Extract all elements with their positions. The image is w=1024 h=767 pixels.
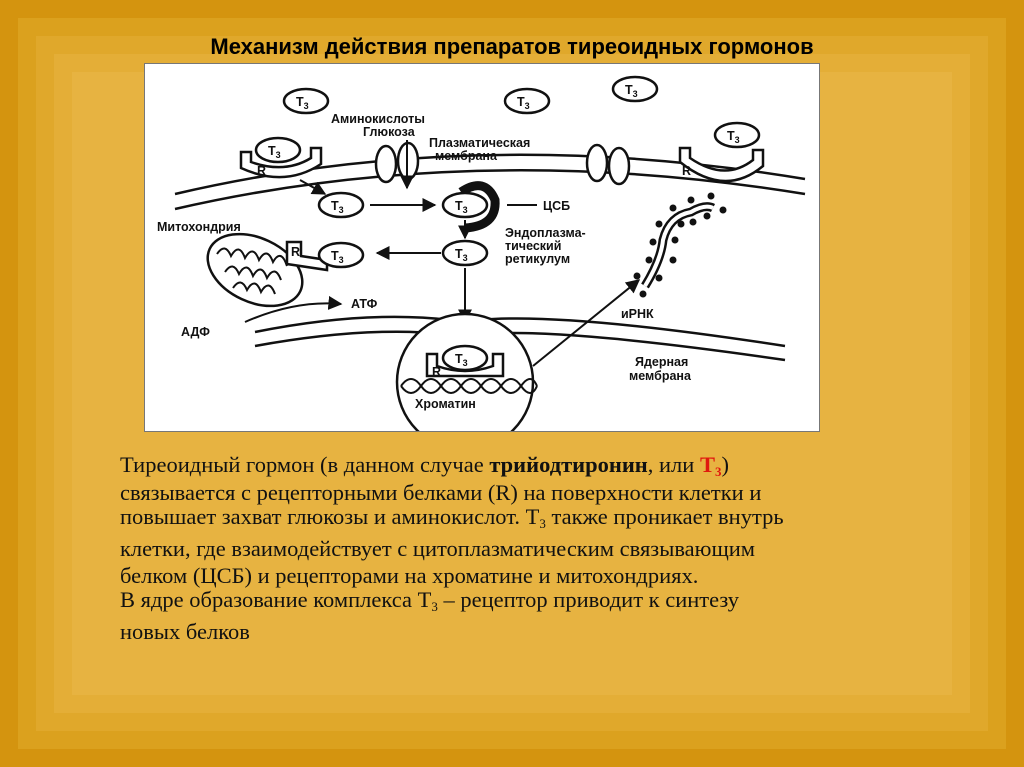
plasma-membrane-outer (174, 153, 806, 196)
t3-hormone-csb (441, 191, 489, 219)
receptor-label: R (257, 164, 266, 178)
receptor-label: R (432, 365, 441, 379)
t3-hormone-free (713, 121, 761, 149)
chromatin-label: Хроматин (415, 397, 476, 411)
mechanism-diagram-svg: R T3 R T3 T3 T3 T3 Аминокислоты Глюкоза … (157, 75, 806, 431)
nuclear-membrane-label-1: Ядерная (635, 355, 688, 369)
t3-label: T3 (727, 129, 740, 145)
t3-label: T3 (331, 199, 344, 215)
t3-hormone-free (282, 87, 330, 115)
receptor-label: R (682, 164, 691, 178)
chromatin-strand (400, 378, 538, 394)
membrane-receptor (239, 146, 323, 179)
arrow-mrna-to-er (532, 279, 641, 367)
caption-line-3: повышает захват глюкозы и аминокислот. Т… (120, 504, 784, 531)
t3-hormone-mitochondria (317, 241, 365, 269)
t3-label: T3 (268, 144, 281, 160)
caption-line-7: новых белков (120, 619, 250, 644)
mrna-label: иРНК (621, 307, 654, 321)
t3-hormone-free (503, 87, 551, 115)
membrane-channel-protein (585, 143, 609, 183)
t3-hormone-free (611, 75, 659, 103)
receptor-label: R (291, 245, 300, 259)
plasma-membrane-label-1: Плазматическая (429, 136, 530, 150)
caption-term-triiodothyronine: трийодтиронин (489, 452, 648, 477)
caption-line-5: белком (ЦСБ) и рецепторами на хроматине … (120, 563, 699, 588)
slide-title: Механизм действия препаратов тиреоидных … (210, 34, 814, 59)
caption-line-2: связывается с рецепторными белками (R) н… (120, 480, 762, 505)
arrow-receptor-to-t3 (299, 179, 327, 195)
adp-atp-arrow (244, 295, 343, 323)
membrane-channel-protein (374, 144, 398, 184)
t3-hormone-cytoplasm (317, 191, 365, 219)
t3-label: T3 (455, 352, 468, 368)
csb-binding-protein (458, 181, 500, 233)
plasma-membrane-inner (174, 169, 806, 211)
mitochondria-label: Митохондрия (157, 220, 241, 234)
atp-label: АТФ (351, 297, 378, 311)
t3-hormone-nucleus (441, 344, 489, 372)
mechanism-diagram: R T3 R T3 T3 T3 T3 Аминокислоты Глюкоза … (144, 63, 820, 432)
amino-acids-label: Аминокислоты (331, 112, 425, 126)
caption-line-1: Тиреоидный гормон (в данном случае трийо… (120, 452, 729, 479)
mitochondria-cristae (216, 247, 288, 295)
nuclear-membrane-label-2: мембрана (629, 369, 692, 383)
adp-label: АДФ (181, 325, 210, 339)
caption-line-6: В ядре образование комплекса Т3 – рецепт… (120, 587, 740, 614)
caption-line-4: клетки, где взаимодействует с цитоплазма… (120, 536, 756, 561)
er-label-2: тический (505, 239, 561, 253)
t3-label: T3 (455, 199, 468, 215)
er-label-3: ретикулум (505, 252, 570, 266)
mitochondria (206, 232, 304, 308)
endoplasmic-reticulum-lumen (643, 204, 714, 288)
t3-label: T3 (331, 249, 344, 265)
glucose-label: Глюкоза (363, 125, 416, 139)
plasma-membrane-label-2: мембрана (435, 149, 498, 163)
t3-hormone-bound (254, 136, 302, 164)
membrane-receptor-empty (678, 146, 765, 183)
t3-label: T3 (517, 95, 530, 111)
ribosomes (633, 192, 727, 298)
t3-label: T3 (296, 95, 309, 111)
chromatin-strand (400, 378, 538, 394)
t3-hormone-released (441, 239, 489, 267)
membrane-channel-protein (607, 146, 631, 186)
er-label-1: Эндоплазма- (505, 226, 586, 240)
t3-label: T3 (455, 247, 468, 263)
t3-label: T3 (625, 83, 638, 99)
csb-label: ЦСБ (543, 199, 570, 213)
caption: Тиреоидный гормон (в данном случае трийо… (120, 451, 980, 646)
caption-term-t3: Т3 (699, 452, 722, 479)
